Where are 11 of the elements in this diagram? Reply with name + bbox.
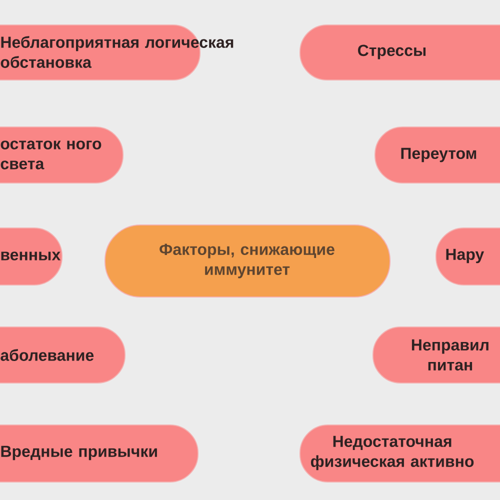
pill-box: Переутом <box>374 126 500 184</box>
pill-box: остаток ного света <box>0 126 124 184</box>
pill-box: Неблагоприятная логическая обстановка <box>0 24 234 80</box>
pill-box: Недостаточная физическая активно <box>300 424 500 482</box>
pill-box: Вредные привычки <box>0 424 198 482</box>
pill-box: венных <box>0 228 62 286</box>
pill-box: аболевание <box>0 326 126 384</box>
pill-box: Факторы, снижающие иммунитет <box>104 224 390 298</box>
pill-box: Стрессы <box>300 24 500 80</box>
pill-box: Нару <box>436 228 500 286</box>
pill-box: Неправил питан <box>372 326 500 384</box>
